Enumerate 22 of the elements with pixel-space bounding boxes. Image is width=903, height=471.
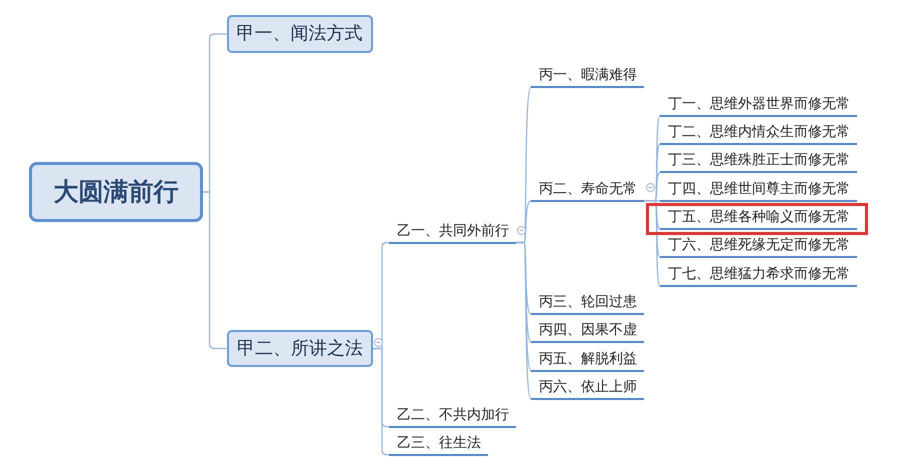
underlined-topic: 丙一、暇满难得 bbox=[531, 63, 644, 88]
connector-line bbox=[644, 200, 660, 286]
underlined-topic: 丁五、思维各种喻义而修无常 bbox=[660, 205, 857, 230]
underlined-topic: 丙三、轮回过患 bbox=[531, 290, 644, 315]
connector-line bbox=[516, 242, 532, 400]
central-topic-box: 大圆满前行 bbox=[29, 162, 203, 222]
topic-box: 甲一、闻法方式 bbox=[226, 15, 373, 53]
connector-line bbox=[202, 191, 226, 350]
underlined-topic: 丁二、思维内情众生而修无常 bbox=[660, 120, 857, 145]
underlined-topic: 丙四、因果不虚 bbox=[531, 318, 644, 344]
underlined-topic: 丁四、思维世间尊主而修无常 bbox=[660, 176, 857, 202]
underlined-topic: 丁六、思维死缘无定而修无常 bbox=[660, 233, 857, 258]
underlined-topic: 乙三、往生法 bbox=[389, 430, 488, 456]
underlined-topic: 乙二、不共内加行 bbox=[389, 402, 516, 428]
topic-box: 甲二、所讲之法 bbox=[226, 330, 373, 367]
underlined-topic: 丙六、依止上师 bbox=[531, 375, 644, 400]
underlined-topic: 丙二、寿命无常 bbox=[531, 176, 644, 202]
underlined-topic: 丙五、解脱利益 bbox=[531, 346, 644, 372]
underlined-topic: 丁七、思维猛力希求而修无常 bbox=[660, 262, 857, 287]
underlined-topic: 乙一、共同外前行 bbox=[389, 218, 516, 244]
underlined-topic: 丁三、思维殊胜正士而修无常 bbox=[660, 148, 857, 174]
underlined-topic: 丁一、思维外器世界而修无常 bbox=[660, 92, 857, 117]
